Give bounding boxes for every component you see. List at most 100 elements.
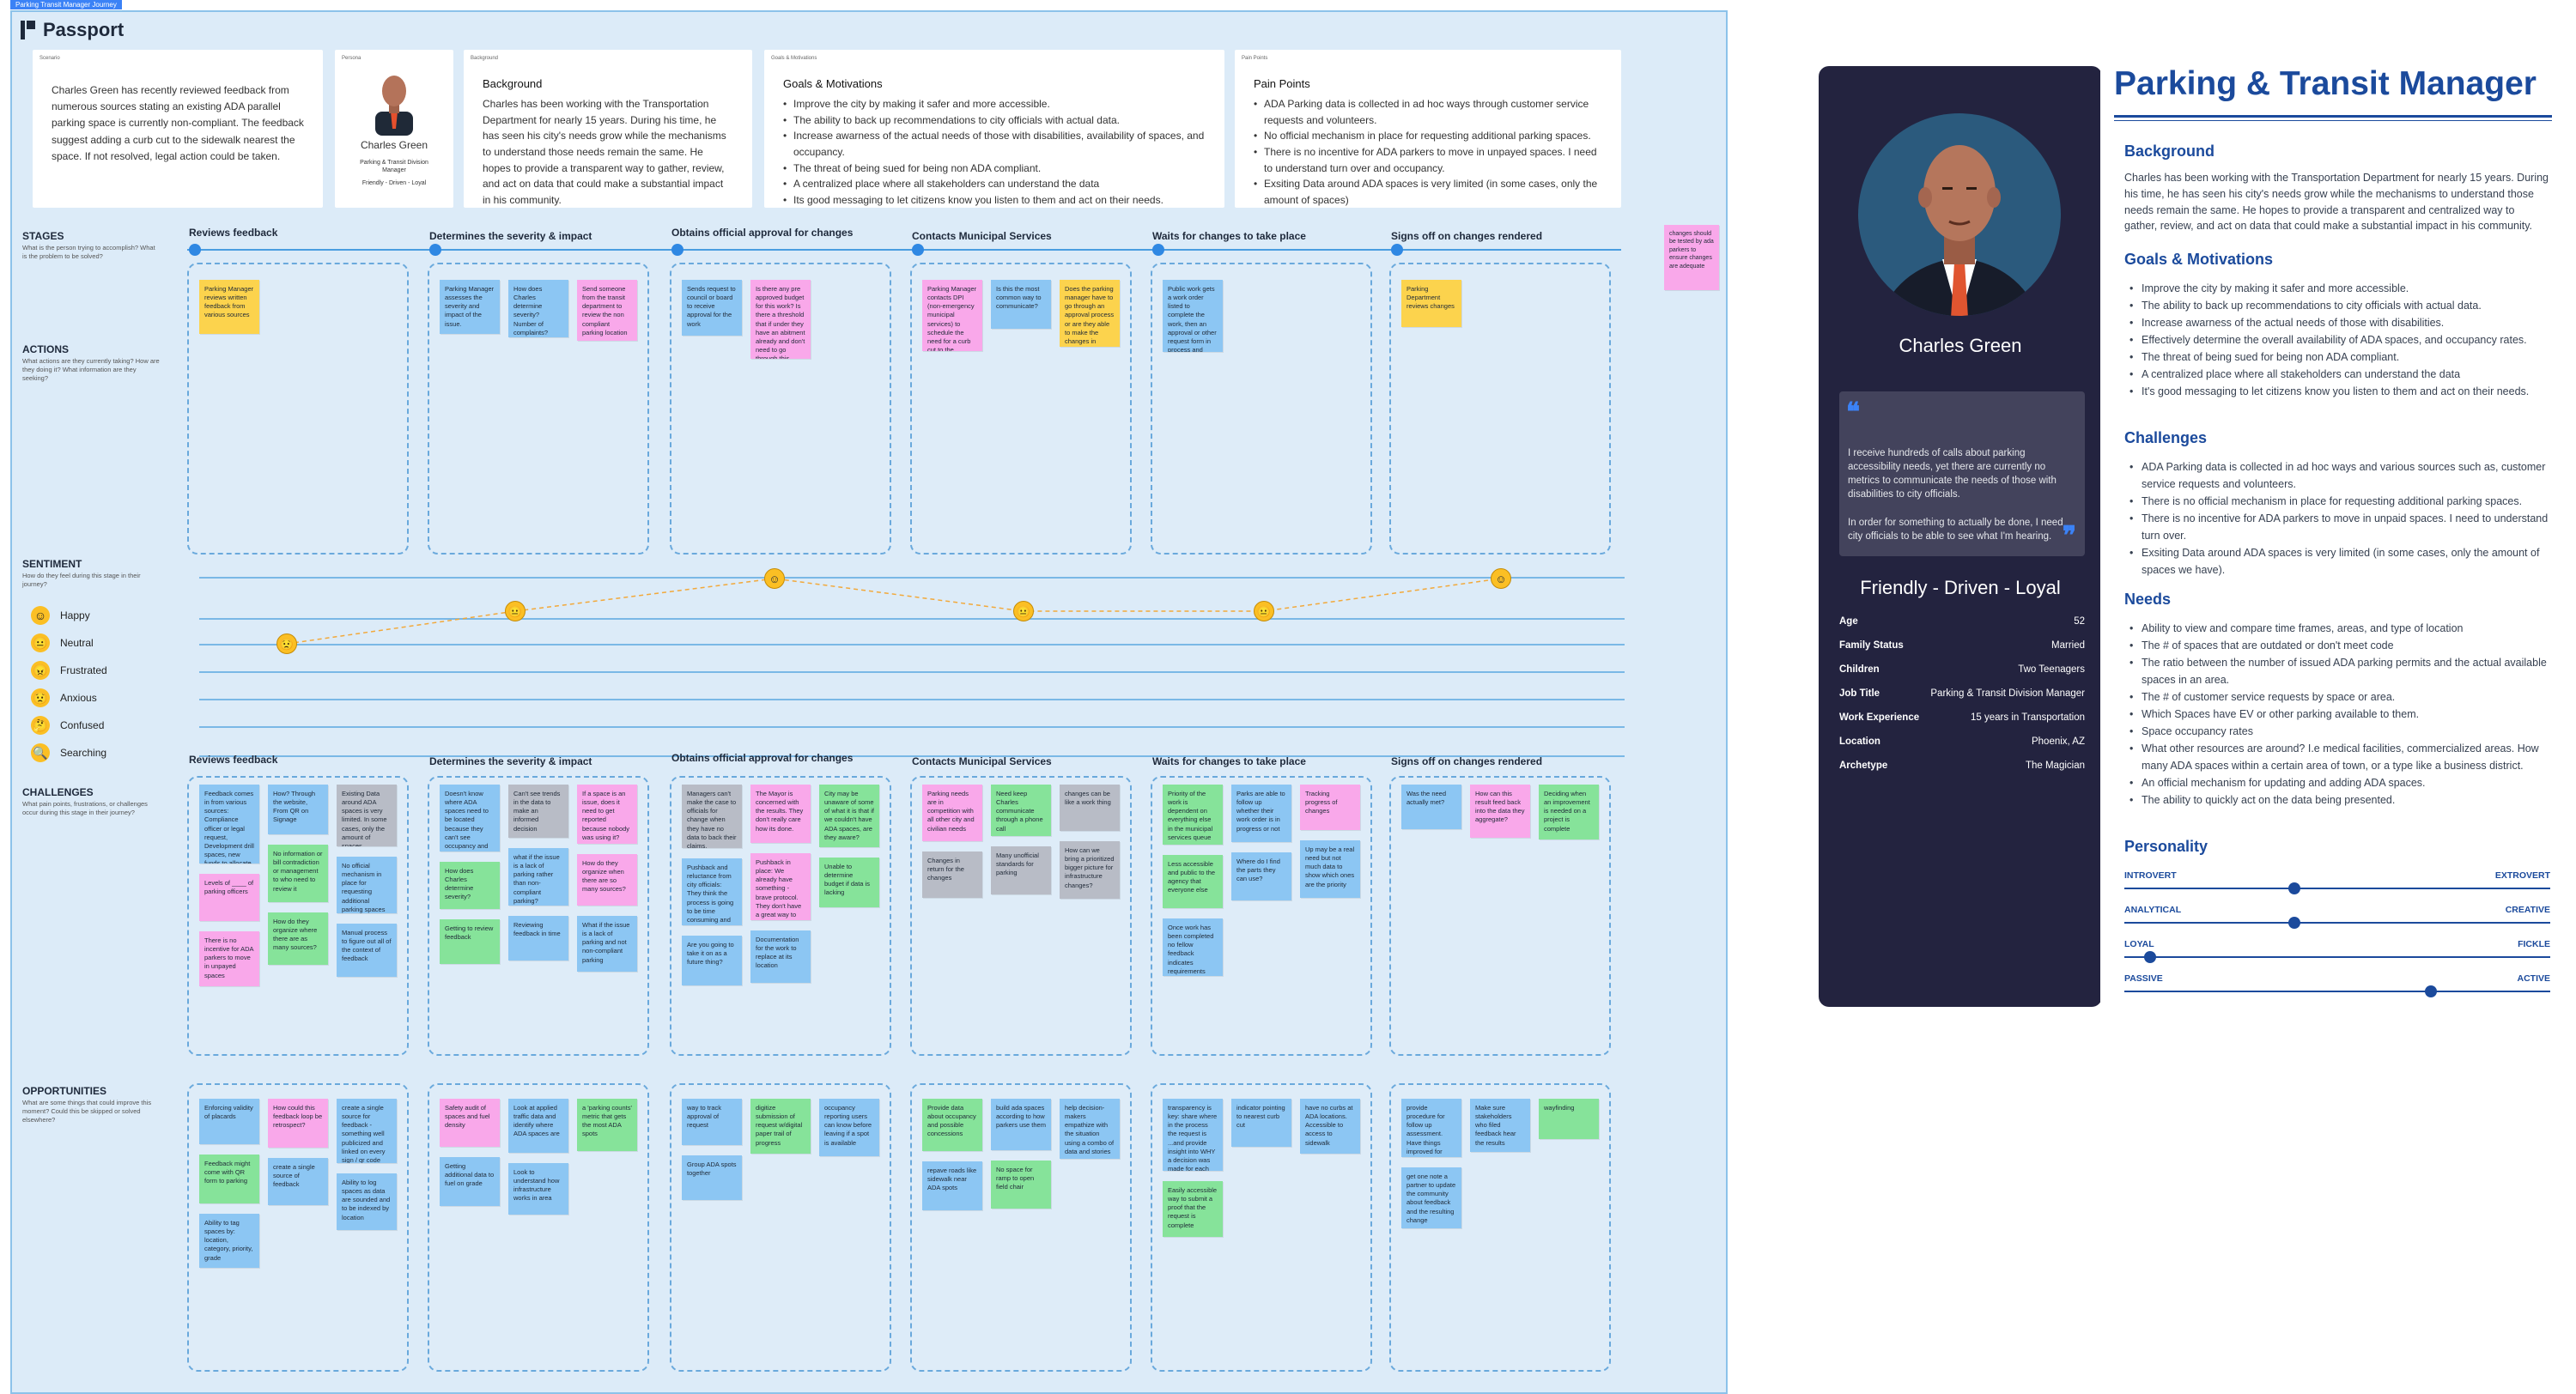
- challenges-sticky[interactable]: Once work has been completed no fellow f…: [1163, 918, 1223, 976]
- challenges-sticky[interactable]: Changes in return for the changes: [922, 852, 982, 898]
- list-item: ADA Parking data is collected in ad hoc …: [2124, 458, 2549, 493]
- challenges-sticky[interactable]: How does Charles determine severity?: [440, 862, 500, 909]
- actions-sticky[interactable]: Parking Manager contacts DPI (non-emerge…: [922, 280, 982, 351]
- happy-icon: ☺: [31, 606, 50, 625]
- actions-sticky[interactable]: Parking Manager assesses the severity an…: [440, 280, 500, 334]
- challenges-sticky[interactable]: Managers can't make the case to official…: [682, 785, 742, 848]
- opportunities-sticky[interactable]: way to track approval of request: [682, 1099, 742, 1145]
- slider-knob: [2143, 951, 2156, 963]
- challenges-sticky[interactable]: Tracking progress of changes: [1300, 785, 1360, 830]
- challenges-sticky[interactable]: Where do I find the parts they can use?: [1231, 852, 1291, 900]
- opportunities-sticky[interactable]: get one note a partner to update the com…: [1401, 1167, 1461, 1228]
- challenges-sticky[interactable]: No official mechanism in place for reque…: [337, 857, 397, 913]
- pain-tag: Pain Points: [1242, 56, 1268, 61]
- challenges-sticky[interactable]: Documentation for the work to replace at…: [750, 930, 811, 983]
- challenges-sticky[interactable]: Need keep Charles communicate through a …: [991, 785, 1051, 836]
- actions-sticky[interactable]: Sends request to council or board to rec…: [682, 280, 742, 336]
- challenges-sticky[interactable]: How can we bring a prioritized bigger pi…: [1060, 841, 1120, 899]
- opportunities-sticky[interactable]: Look to understand how infrastructure wo…: [508, 1163, 568, 1215]
- opportunities-sticky[interactable]: No space for ramp to open field chair: [991, 1161, 1051, 1209]
- opportunities-sticky[interactable]: occupancy reporting users can know befor…: [819, 1099, 879, 1156]
- actions-sticky[interactable]: How does Charles determine severity? Num…: [508, 280, 568, 337]
- challenges-sticky[interactable]: Reviewing feedback in time: [508, 916, 568, 961]
- challenges-sticky[interactable]: How can this result feed back into the d…: [1470, 785, 1530, 838]
- challenges-sticky[interactable]: Many unofficial standards for parking: [991, 846, 1051, 894]
- challenges-sticky[interactable]: Getting to review feedback: [440, 919, 500, 964]
- neutral-icon: 😐: [1254, 601, 1274, 621]
- challenges-sticky[interactable]: The Mayor is concerned with the results.…: [750, 785, 811, 843]
- challenges-sticky[interactable]: Are you going to take it on as a future …: [682, 936, 742, 985]
- list-item: The ability to back up recommendations t…: [2124, 297, 2549, 314]
- challenges-sticky[interactable]: Was the need actually met?: [1401, 785, 1461, 829]
- challenges-sticky[interactable]: Less accessible and public to the agency…: [1163, 855, 1223, 908]
- challenges-sticky[interactable]: If a space is an issue, does it need to …: [577, 785, 637, 844]
- challenges-sticky[interactable]: Manual process to figure out all of the …: [337, 924, 397, 977]
- opportunities-sticky[interactable]: repave roads like sidewalk near ADA spot…: [922, 1161, 982, 1210]
- challenges-sticky[interactable]: Existing Data around ADA spaces is very …: [337, 785, 397, 846]
- challenges-sticky[interactable]: Can't see trends in the data to make an …: [508, 785, 568, 838]
- opportunities-sticky[interactable]: create a single source of feedback: [268, 1158, 328, 1205]
- opportunities-sticky[interactable]: Ability to log spaces as data are sounde…: [337, 1173, 397, 1230]
- opportunities-sticky[interactable]: Look at applied traffic data and identif…: [508, 1099, 568, 1153]
- background-title: Background: [483, 77, 543, 90]
- opportunities-sticky[interactable]: indicator pointing to nearest curb cut: [1231, 1099, 1291, 1147]
- challenges-sticky[interactable]: Unable to determine budget if data is la…: [819, 858, 879, 907]
- opportunities-sticky[interactable]: build ada spaces according to how parker…: [991, 1099, 1051, 1150]
- detail-value: The Magician: [2025, 761, 2085, 771]
- sentiment-path: [286, 578, 1502, 645]
- challenges-sticky[interactable]: Priority of the work is dependent on eve…: [1163, 785, 1223, 845]
- opportunities-sticky[interactable]: wayfinding: [1539, 1099, 1599, 1139]
- challenges-sticky[interactable]: What if the issue is a lack of parking a…: [577, 916, 637, 972]
- opportunities-sticky[interactable]: transparency is key: share where in the …: [1163, 1099, 1223, 1171]
- challenges-sticky[interactable]: Pushback in place: We already have somet…: [750, 853, 811, 920]
- challenges-sticky[interactable]: Pushback and reluctance from city offici…: [682, 858, 742, 925]
- corner-note-sticky[interactable]: changes should be tested by ada parkers …: [1664, 225, 1719, 290]
- persona-avatar-small: [375, 76, 413, 136]
- detail-value: Married: [2051, 640, 2085, 651]
- challenges-sticky[interactable]: Up may be a real need but not much data …: [1300, 840, 1360, 898]
- opportunities-sticky[interactable]: Getting additional data to fuel on grade: [440, 1157, 500, 1206]
- opportunities-sticky[interactable]: a 'parking counts' metric that gets the …: [577, 1099, 637, 1151]
- opportunities-sticky[interactable]: Feedback might come with QR form to park…: [199, 1155, 259, 1203]
- opportunities-sticky[interactable]: Easily accessible way to submit a proof …: [1163, 1181, 1223, 1237]
- opportunities-sticky[interactable]: provide procedure for follow up assessme…: [1401, 1099, 1461, 1157]
- opportunities-sticky[interactable]: Provide data about occupancy and possibl…: [922, 1099, 982, 1151]
- opportunities-sticky[interactable]: How could this feedback loop be retrospe…: [268, 1099, 328, 1148]
- actions-sticky[interactable]: Send someone from the transit department…: [577, 280, 637, 341]
- opportunities-sticky[interactable]: have no curbs at ADA locations. Accessib…: [1300, 1099, 1360, 1154]
- challenges-sticky[interactable]: How do they organize where there are as …: [268, 912, 328, 965]
- opportunities-sticky[interactable]: Safety audit of spaces and fuel density: [440, 1099, 500, 1147]
- challenges-sticky[interactable]: No information or bill contradiction or …: [268, 845, 328, 902]
- challenges-sticky[interactable]: Levels of ____ of parking officers: [199, 874, 259, 921]
- actions-sticky[interactable]: Parking Department reviews changes: [1401, 280, 1461, 327]
- stage-timeline: [187, 249, 1621, 251]
- opportunities-sticky[interactable]: digitize submission of request w/digital…: [750, 1099, 811, 1154]
- challenges-sticky[interactable]: How? Through the website, From QR on Sig…: [268, 785, 328, 834]
- challenges-sticky[interactable]: City may be unaware of some of what it i…: [819, 785, 879, 847]
- actions-sticky[interactable]: Does the parking manager have to go thro…: [1060, 280, 1120, 347]
- challenges-sticky[interactable]: How do they organize when there are so m…: [577, 854, 637, 906]
- opportunities-sticky[interactable]: Enforcing validity of placards: [199, 1099, 259, 1144]
- actions-sticky[interactable]: Parking Manager reviews written feedback…: [199, 280, 259, 334]
- challenges-sticky[interactable]: Doesn't know where ADA spaces need to be…: [440, 785, 500, 852]
- list-item: Ability to view and compare time frames,…: [2124, 620, 2549, 637]
- challenges-sticky[interactable]: Deciding when an improvement is needed o…: [1539, 785, 1599, 839]
- opportunities-sticky[interactable]: help decision-makers empathize with the …: [1060, 1099, 1120, 1159]
- opportunities-sticky[interactable]: create a single source for feedback - so…: [337, 1099, 397, 1163]
- challenges-sticky[interactable]: changes can be like a work thing: [1060, 785, 1120, 831]
- challenges-sticky[interactable]: There is no incentive for ADA parkers to…: [199, 931, 259, 986]
- opportunities-sticky[interactable]: Group ADA spots together: [682, 1155, 742, 1200]
- opportunities-sticky[interactable]: Make sure stakeholders who filed feedbac…: [1470, 1099, 1530, 1152]
- challenges-sticky[interactable]: Parks are able to follow up whether thei…: [1231, 785, 1291, 842]
- challenges-sticky[interactable]: Feedback comes in from various sources: …: [199, 785, 259, 864]
- persona-challenges-list: ADA Parking data is collected in ad hoc …: [2124, 458, 2549, 579]
- actions-sticky[interactable]: Is this the most common way to communica…: [991, 280, 1051, 329]
- actions-sticky[interactable]: Is there any pre approved budget for thi…: [750, 280, 811, 359]
- actions-sticky[interactable]: Public work gets a work order listed to …: [1163, 280, 1223, 352]
- list-item: What other resources are around? I.e med…: [2124, 740, 2549, 774]
- challenges-sticky[interactable]: what if the issue is a lack of parking r…: [508, 848, 568, 906]
- challenges-sticky[interactable]: Parking needs are in competition with al…: [922, 785, 982, 841]
- opportunities-sticky[interactable]: Ability to tag spaces by: location, cate…: [199, 1214, 259, 1268]
